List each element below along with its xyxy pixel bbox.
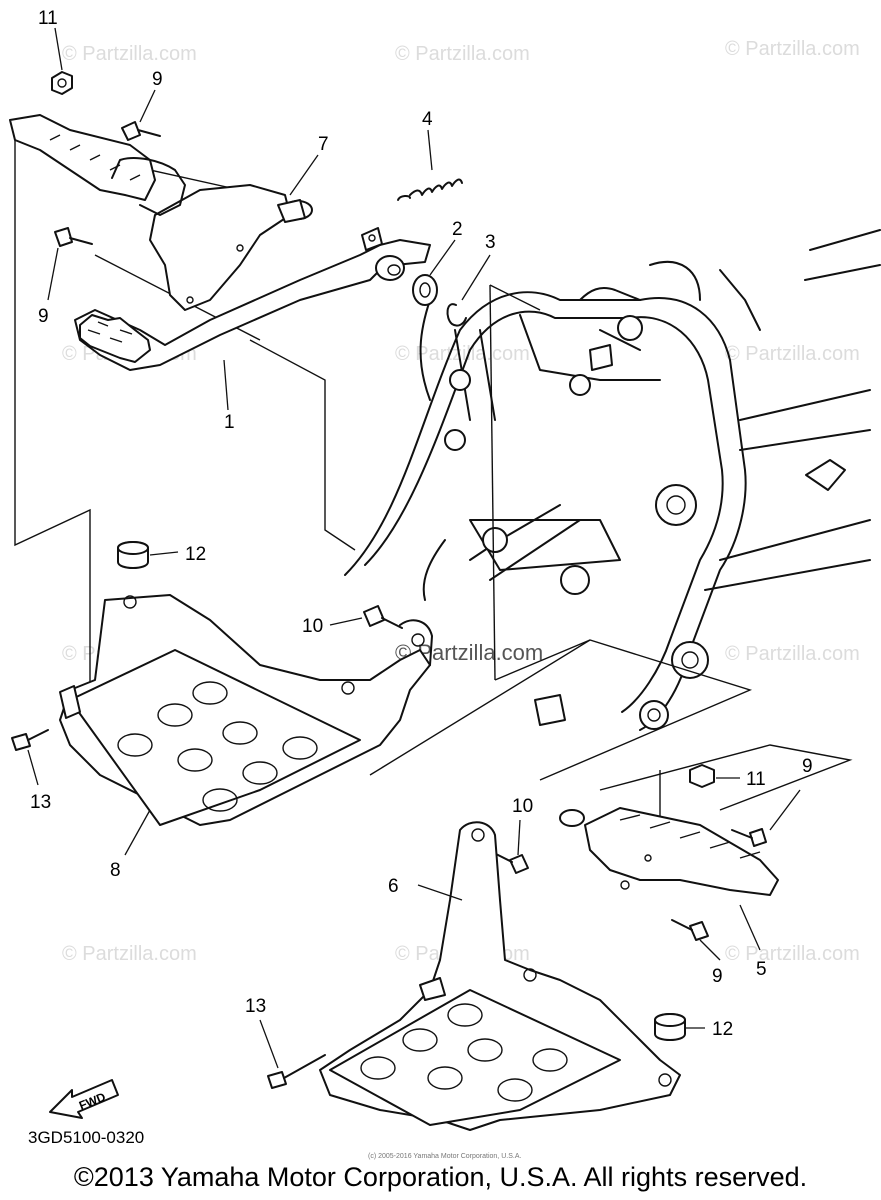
callout-label: 4 <box>422 109 433 130</box>
callout-label: 13 <box>245 996 266 1017</box>
callout-label: 10 <box>512 796 533 817</box>
small-parts <box>11 71 767 1089</box>
callout-label: 8 <box>110 860 121 881</box>
callouts: 11 9 7 4 2 3 9 1 12 10 13 8 10 11 9 6 5 … <box>30 8 813 1040</box>
callout-label: 1 <box>224 412 235 433</box>
watermark: © Partzilla.com <box>62 43 197 65</box>
callout-label: 12 <box>712 1019 733 1040</box>
watermark: © Partzilla.com <box>725 643 860 665</box>
skid-plate-lower <box>319 821 681 1131</box>
forward-arrow: FWD <box>49 1079 119 1119</box>
copyright-notice: ©2013 Yamaha Motor Corporation, U.S.A. A… <box>73 1162 808 1192</box>
callout-label: 9 <box>712 966 723 987</box>
callout-label: 6 <box>388 876 399 897</box>
watermark: © Partzilla.com <box>725 343 860 365</box>
skid-plate-upper <box>59 594 433 826</box>
callout-label: 10 <box>302 616 323 637</box>
watermark: © Partzilla.com <box>62 943 197 965</box>
watermark: © Partzilla.com <box>725 943 860 965</box>
callout-label: 3 <box>485 232 496 253</box>
brake-pedal <box>74 227 431 371</box>
callout-label: 7 <box>318 134 329 155</box>
callout-label: 9 <box>38 306 49 327</box>
watermark: © Partzilla.com <box>395 343 530 365</box>
parts-diagram: © Partzilla.com © Partzilla.com © Partzi… <box>9 8 881 1160</box>
watermark: © Partzilla.com <box>725 38 860 60</box>
footrest-bracket <box>9 114 313 311</box>
callout-label: 13 <box>30 792 51 813</box>
callout-label: 11 <box>746 769 766 790</box>
callout-label: 11 <box>38 8 58 29</box>
callout-label: 9 <box>152 69 163 90</box>
callout-label: 12 <box>185 544 206 565</box>
callout-label: 9 <box>802 756 813 777</box>
leader-lines <box>27 27 801 1069</box>
footrest-right <box>559 807 779 896</box>
diagram-code: 3GD5100-0320 <box>28 1128 144 1147</box>
watermark: © Partzilla.com <box>395 43 530 65</box>
callout-label: 2 <box>452 219 463 240</box>
callout-label: 5 <box>756 959 767 980</box>
footer-small-print: (c) 2005-2016 Yamaha Motor Corporation, … <box>368 1153 521 1160</box>
